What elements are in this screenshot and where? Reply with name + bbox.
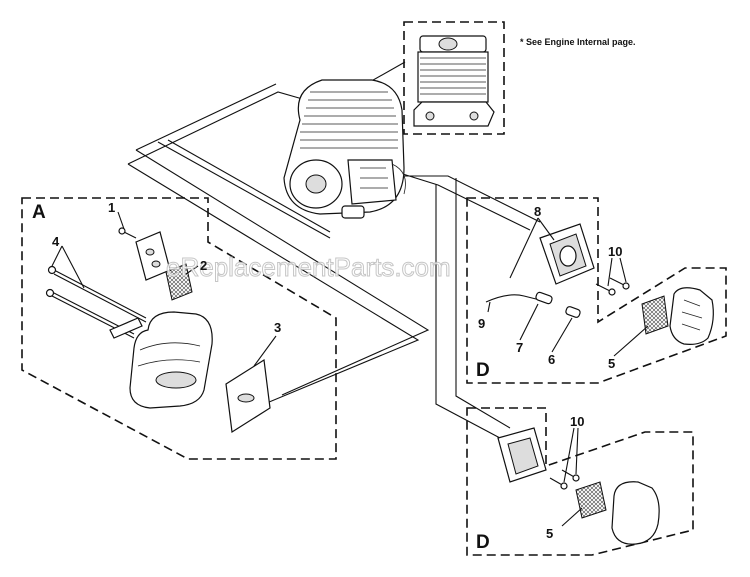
engine-internal-note: * See Engine Internal page. [520,37,636,47]
section-label-d-lower: D [476,532,490,553]
callout-3: 3 [274,320,281,335]
engine-assembly [283,79,406,219]
engine-internal-box [403,21,505,135]
callout-10-lower: 10 [570,414,584,429]
section-a-parts [45,227,271,434]
callout-8: 8 [534,204,541,219]
section-label-d-upper: D [476,360,490,381]
callout-2: 2 [200,258,207,273]
callout-5-upper: 5 [608,356,615,371]
group-a-box [21,197,337,460]
watermark-text: eReplacementParts.com [166,252,451,282]
cylinder-inset [413,35,495,127]
callout-7: 7 [516,340,523,355]
callout-4: 4 [52,234,60,249]
section-d-lower-parts [497,427,660,545]
callout-9: 9 [478,316,485,331]
callout-6: 6 [548,352,555,367]
group-d-upper-box [466,197,727,384]
callout-5-lower: 5 [546,526,553,541]
section-d-upper-parts [485,223,714,345]
callout-10-upper: 10 [608,244,622,259]
group-d-lower-box [466,407,694,556]
callout-leaders [51,211,649,527]
section-label-a: A [32,202,46,223]
callout-1: 1 [108,200,115,215]
